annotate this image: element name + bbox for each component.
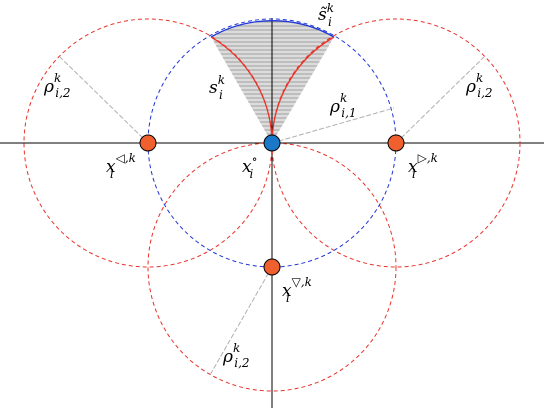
radius-left <box>59 56 149 144</box>
arc-s-left <box>210 36 273 144</box>
radius-right <box>395 56 485 144</box>
circle-right <box>271 18 521 268</box>
radius-center <box>271 107 395 144</box>
arc-s-right <box>271 36 335 144</box>
point-right <box>387 134 405 152</box>
arc-tilde-s <box>210 20 335 38</box>
point-center <box>263 134 281 152</box>
point-bottom <box>263 258 281 276</box>
point-left <box>139 134 157 152</box>
label-x-center: x∘i <box>242 152 257 181</box>
